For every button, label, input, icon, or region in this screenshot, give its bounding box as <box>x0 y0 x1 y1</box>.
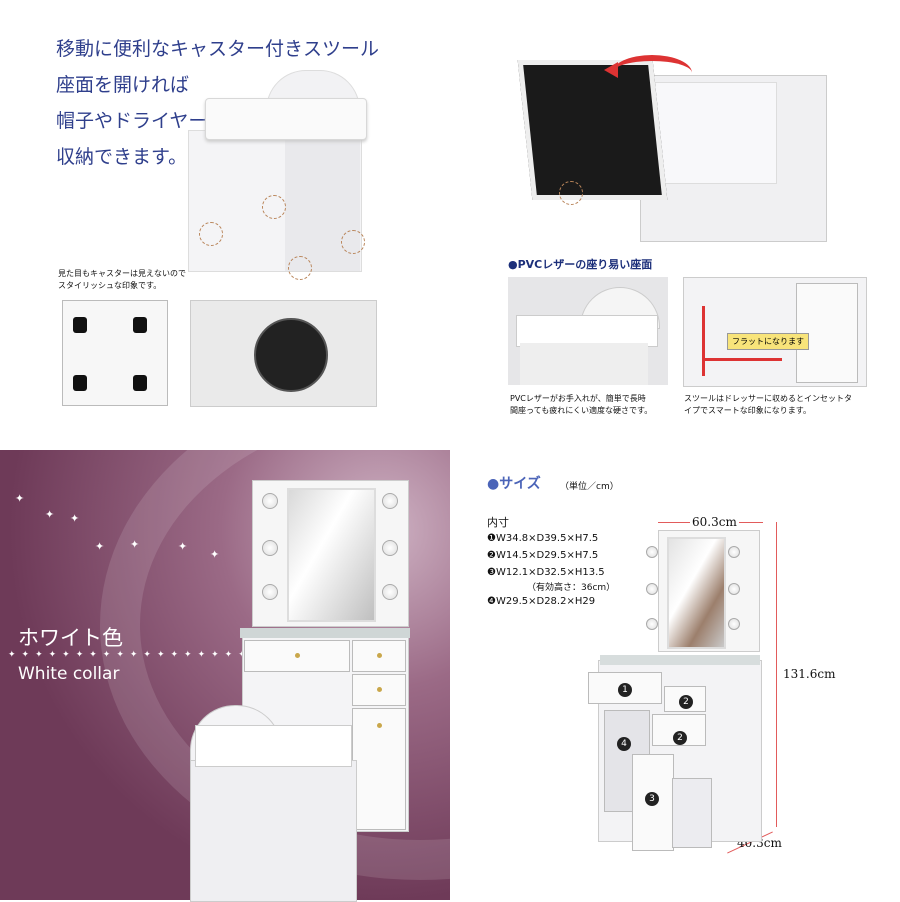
part-number-2: 2 <box>679 695 693 709</box>
stool-photo <box>508 277 668 385</box>
vanity-mirror <box>287 488 376 622</box>
wheel <box>73 375 87 391</box>
pvc-title: ●PVCレザーの座り易い座面 <box>508 258 653 271</box>
caster-highlight-circle <box>199 222 223 246</box>
cabinet-interior <box>672 778 712 848</box>
bulb-icon <box>646 618 658 630</box>
wheel <box>73 317 87 333</box>
red-arrow-vertical <box>702 306 705 376</box>
bulb-icon <box>646 546 658 558</box>
headline-line-3: 帽子やドライヤー等も <box>56 110 246 132</box>
pvc-caption-line-2: 間座っても疲れにくい適度な硬さです。 <box>510 406 653 415</box>
sparkle-icon: ✦ <box>70 512 80 525</box>
bulb-icon <box>728 583 740 595</box>
height-label: 131.6cm <box>783 667 836 681</box>
vanity-mirror <box>667 537 726 649</box>
bulb-icon <box>382 540 398 556</box>
vanity-glass-top <box>600 655 760 665</box>
arrow-head-icon <box>604 62 618 78</box>
size-title: ●サイズ <box>487 476 541 492</box>
color-english: White collar <box>18 664 120 684</box>
stool-body <box>190 760 357 902</box>
inner-dimensions-title: 内寸 <box>487 516 509 529</box>
vanity-drawer <box>352 674 406 706</box>
sparkle-icon: ✦ <box>130 538 140 551</box>
stool-bottom-photo <box>62 300 168 406</box>
bulb-icon <box>382 493 398 509</box>
size-unit: （単位／cm） <box>560 482 619 492</box>
dimension-4: ❹W29.5×D28.2×H29 <box>487 596 596 607</box>
bulb-icon <box>728 618 740 630</box>
vanity-glass-top <box>240 628 410 638</box>
vanity-cabinet-door <box>352 708 406 830</box>
part-number-3: 3 <box>645 792 659 806</box>
part-number-4: 4 <box>617 737 631 751</box>
stool-storage-compartment <box>650 82 777 184</box>
flat-label: フラットになります <box>727 333 809 350</box>
headline-line-1: 移動に便利なキャスター付きスツール <box>56 38 380 60</box>
sparkle-icon: ✦ <box>45 508 55 521</box>
bulb-icon <box>262 584 278 600</box>
effective-height-note: （有効高さ：36cm） <box>527 583 616 593</box>
dimension-1: ❶W34.8×D39.5×H7.5 <box>487 533 599 544</box>
wheel <box>133 317 147 333</box>
sparkle-icon: ✦ <box>210 548 220 561</box>
drawer-knob <box>295 653 300 658</box>
caster-caption-line-2: スタイリッシュな印象です。 <box>58 281 162 290</box>
height-measure-line <box>776 522 777 827</box>
red-arrow-horizontal <box>702 358 782 361</box>
caster-highlight-circle <box>262 195 286 219</box>
inset-caption-line-2: イプでスマートな印象になります。 <box>684 406 811 415</box>
open-arrow <box>612 55 692 91</box>
bulb-icon <box>382 584 398 600</box>
caster-caption-line-1: 見た目もキャスターは見えないので <box>58 269 186 278</box>
drawer-knob <box>377 723 382 728</box>
stool-seat <box>205 98 367 140</box>
sparkle-icon: ✦ <box>178 540 188 553</box>
vanity-cabinet-door <box>632 754 674 851</box>
headline-line-2: 座面を開ければ <box>56 74 190 96</box>
wheel <box>133 375 147 391</box>
vanity-drawer <box>352 640 406 672</box>
part-number-1: 1 <box>618 683 632 697</box>
dimension-2: ❷W14.5×D29.5×H7.5 <box>487 550 599 561</box>
inset-caption-line-1: スツールはドレッサーに収めるとインセットタ <box>684 394 852 403</box>
sparkle-icon: ✦ <box>15 492 25 505</box>
dresser-inset-photo <box>683 277 867 387</box>
bulb-icon <box>262 540 278 556</box>
stool-storage-panel: 移動に便利なキャスター付きスツール 座面を開ければ 帽子やドライヤー等も 収納で… <box>0 0 450 450</box>
drawer-knob <box>377 653 382 658</box>
sparkle-icon: ✦ <box>95 540 105 553</box>
dimension-3: ❸W12.1×D32.5×H13.5 <box>487 567 605 578</box>
stool-seat <box>195 725 352 767</box>
sparkle-line: ✦✦✦✦✦✦✦✦✦✦✦✦✦✦✦✦✦✦✦✦✦ <box>8 650 293 660</box>
drawer-knob <box>377 687 382 692</box>
caster-wheel <box>254 318 328 392</box>
headline-line-4: 収納できます。 <box>56 146 188 168</box>
bulb-icon <box>262 493 278 509</box>
seat-highlight-circle <box>559 181 583 205</box>
vanity-drawer <box>244 640 350 672</box>
bulb-icon <box>646 583 658 595</box>
bulb-icon <box>728 546 740 558</box>
stool-body <box>520 343 648 385</box>
caster-highlight-circle <box>288 256 312 280</box>
caster-highlight-circle <box>341 230 365 254</box>
pvc-caption-line-1: PVCレザーがお手入れが、簡単で長時 <box>510 394 646 403</box>
part-number-2b: 2 <box>673 731 687 745</box>
width-label: 60.3cm <box>690 515 739 529</box>
color-name: ホワイト色 <box>18 626 123 650</box>
stool-seat <box>516 315 658 347</box>
